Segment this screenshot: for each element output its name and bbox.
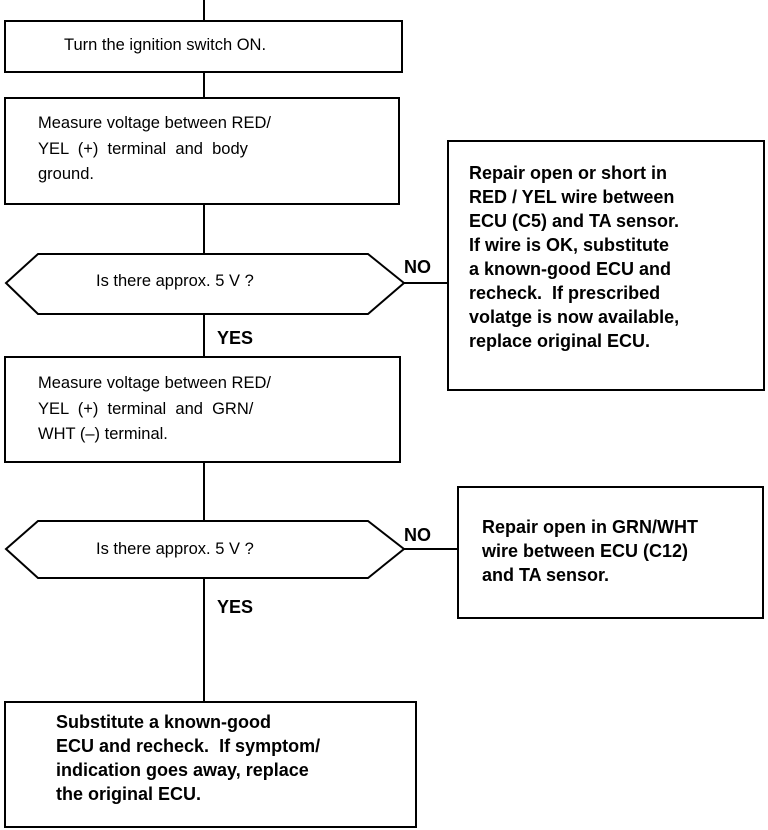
repair1-box xyxy=(447,140,765,391)
ignition-step-box xyxy=(4,20,403,73)
measure2-step-text: Measure voltage between RED/ YEL (+) ter… xyxy=(38,374,271,443)
decision-shape-2 xyxy=(4,520,406,579)
no-label-2: NO xyxy=(404,525,431,545)
repair2-box xyxy=(457,486,764,619)
substitute-step-box xyxy=(4,701,417,828)
decision-shape-1 xyxy=(4,253,406,315)
repair2-text: Repair open in GRN/WHT wire between ECU … xyxy=(482,517,698,585)
question1-text: Is there approx. 5 V ? xyxy=(96,272,254,290)
question2-text: Is there approx. 5 V ? xyxy=(96,540,254,558)
ignition-step-text: Turn the ignition switch ON. xyxy=(64,36,267,54)
substitute-step-text: Substitute a known-good ECU and recheck.… xyxy=(56,712,321,804)
measure2-step-box xyxy=(4,356,401,463)
yes-label-1: YES xyxy=(217,328,254,348)
repair1-text: Repair open or short in RED / YEL wire b… xyxy=(469,163,680,351)
yes-label-2: YES xyxy=(217,597,254,617)
measure1-step-text: Measure voltage between RED/ YEL (+) ter… xyxy=(38,114,271,183)
no-label-1: NO xyxy=(404,257,431,277)
measure1-step-box xyxy=(4,97,400,205)
